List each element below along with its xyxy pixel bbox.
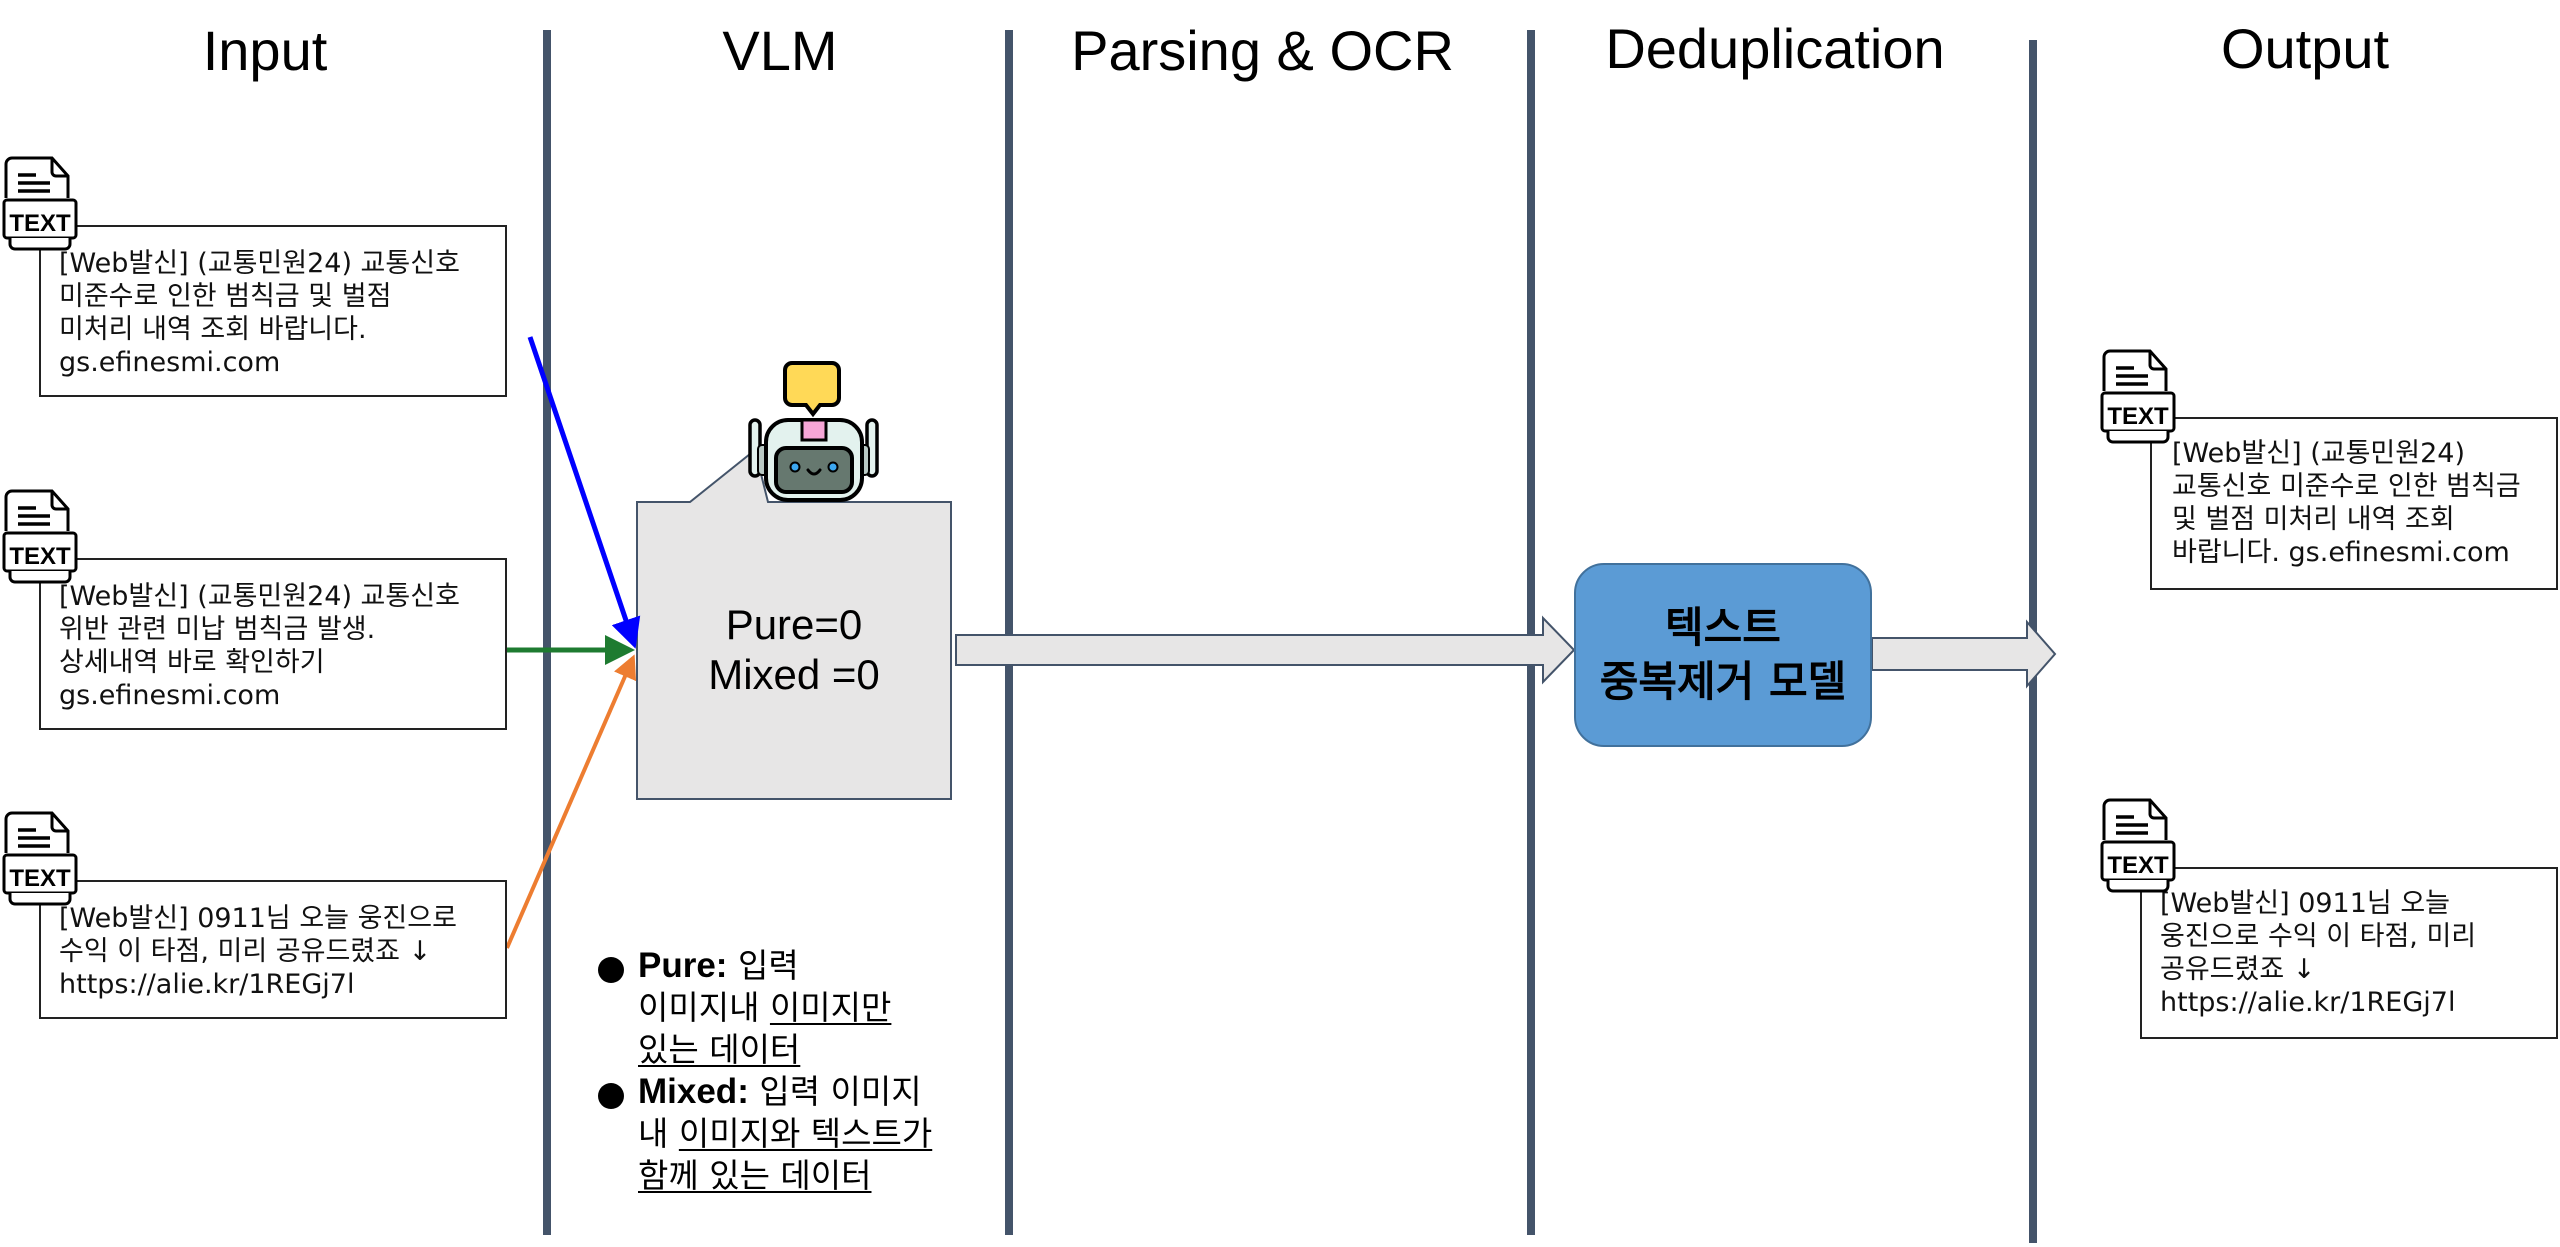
message-line: [Web발신] (교통민원24) 교통신호 — [59, 248, 460, 279]
message-line: https://alie.kr/1REGj7l — [59, 969, 355, 1000]
lane-divider — [1005, 30, 1013, 1235]
mixed-count: Mixed =0 — [708, 651, 880, 698]
flow-arrow-vlm-to-dedup — [955, 615, 1576, 685]
legend-text-underlined: 있는 데이터 — [638, 1030, 801, 1069]
message-line: [Web발신] 0911님 오늘 — [2160, 888, 2451, 919]
icon-label: TEXT — [9, 210, 71, 237]
legend-text-underlined: 이미지와 텍스트가 — [678, 1114, 933, 1153]
vlm-box — [636, 448, 952, 800]
message-line: gs.efinesmi.com — [59, 680, 281, 711]
bullet-icon — [598, 957, 624, 983]
vlm-counts: Pure=0 Mixed =0 — [637, 600, 951, 700]
lane-divider — [1527, 30, 1535, 1235]
stage-title-deduplication: Deduplication — [1605, 17, 1945, 80]
stage-title-vlm: VLM — [722, 19, 838, 82]
text-file-icon: TEXT — [2100, 349, 2176, 444]
message-line: 미처리 내역 조회 바랍니다. — [59, 314, 367, 345]
robot-icon — [748, 361, 879, 502]
message-line: 상세내역 바로 확인하기 — [59, 647, 325, 678]
legend-item-mixed: Mixed: 입력 이미지 내 이미지와 텍스트가 함께 있는 데이터 — [598, 1071, 1018, 1197]
message-line: [Web발신] (교통민원24) 교통신호 — [59, 581, 460, 612]
dedup-line-2: 중복제거 모델 — [1599, 657, 1847, 706]
output-message-2: [Web발신] 0911님 오늘 웅진으로 수익 이 타점, 미리 공유드렸죠 … — [2140, 867, 2558, 1039]
message-line: [Web발신] (교통민원24) — [2172, 438, 2465, 469]
message-line: 위반 관련 미납 범칙금 발생. — [59, 614, 376, 645]
message-line: 및 벌점 미처리 내역 조회 — [2172, 504, 2455, 535]
message-line: 수익 이 타점, 미리 공유드렸죠 ↓ — [59, 936, 432, 967]
message-line: https://alie.kr/1REGj7l — [2160, 987, 2456, 1018]
bullet-icon — [598, 1083, 624, 1109]
output-message-1: [Web발신] (교통민원24) 교통신호 미준수로 인한 범칙금 및 벌점 미… — [2150, 417, 2558, 590]
legend-item-pure: Pure: 입력 이미지내 이미지만 있는 데이터 — [598, 945, 1018, 1071]
message-line: gs.efinesmi.com — [59, 347, 281, 378]
legend-term: Mixed: — [638, 1072, 749, 1111]
flow-arrow-dedup-to-output — [1871, 619, 2057, 689]
legend: Pure: 입력 이미지내 이미지만 있는 데이터 Mixed: 입력 이미지 … — [598, 945, 1018, 1197]
legend-text: 내 — [638, 1114, 679, 1153]
legend-text-underlined: 이미지만 — [769, 988, 892, 1027]
legend-text: 이미지내 — [638, 988, 770, 1027]
message-line: 교통신호 미준수로 인한 범칙금 — [2172, 471, 2521, 502]
text-file-icon: TEXT — [2, 811, 78, 906]
input-message-2: [Web발신] (교통민원24) 교통신호 위반 관련 미납 범칙금 발생. 상… — [39, 558, 507, 730]
stage-title-input: Input — [202, 19, 328, 82]
stage-title-parsing-ocr: Parsing & OCR — [1071, 19, 1454, 82]
arrow-blue — [527, 336, 641, 649]
legend-text: 입력 이미지 — [748, 1072, 922, 1111]
pure-count: Pure=0 — [725, 601, 863, 648]
message-line: 공유드렸죠 ↓ — [2160, 954, 2316, 985]
message-line: [Web발신] 0911님 오늘 웅진으로 — [59, 903, 457, 934]
message-line: 미준수로 인한 범칙금 및 벌점 — [59, 281, 392, 312]
lane-divider — [543, 30, 551, 1235]
text-file-icon: TEXT — [2, 489, 78, 584]
dedup-line-1: 텍스트 — [1665, 603, 1781, 652]
text-file-icon: TEXT — [2100, 798, 2176, 893]
input-message-1: [Web발신] (교통민원24) 교통신호 미준수로 인한 범칙금 및 벌점 미… — [39, 225, 507, 397]
message-line: 바랍니다. gs.efinesmi.com — [2172, 537, 2510, 568]
dedup-model-box: 텍스트 중복제거 모델 — [1574, 563, 1872, 747]
legend-text: 입력 — [727, 946, 799, 985]
input-message-3: [Web발신] 0911님 오늘 웅진으로 수익 이 타점, 미리 공유드렸죠 … — [39, 880, 507, 1019]
icon-label: TEXT — [2107, 852, 2169, 879]
legend-term: Pure: — [638, 946, 728, 985]
stage-title-output: Output — [2220, 17, 2390, 80]
arrow-orange — [505, 654, 637, 949]
message-line: 웅진으로 수익 이 타점, 미리 — [2160, 921, 2477, 952]
text-file-icon: TEXT — [2, 156, 78, 251]
icon-label: TEXT — [2107, 403, 2169, 430]
icon-label: TEXT — [9, 543, 71, 570]
icon-label: TEXT — [9, 865, 71, 892]
legend-text-underlined: 함께 있는 데이터 — [638, 1156, 872, 1195]
